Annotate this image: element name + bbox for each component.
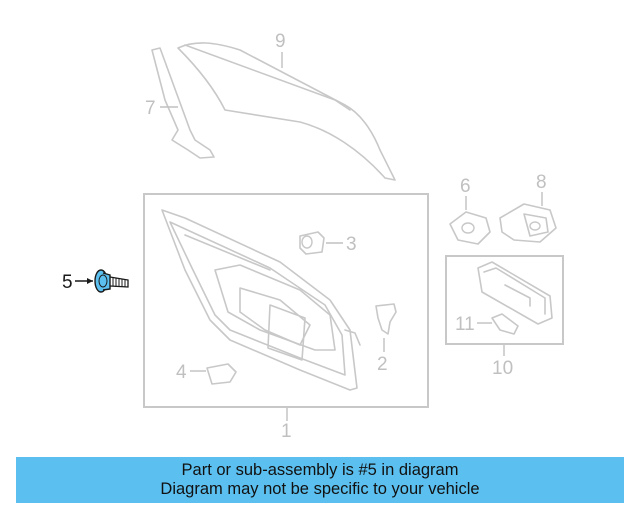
part-1-box xyxy=(143,193,429,408)
part-9-glass xyxy=(177,42,396,181)
part-2-clip xyxy=(375,303,397,335)
callout-2: 2 xyxy=(377,354,388,375)
part-11-bulb xyxy=(491,313,519,335)
callout-4: 4 xyxy=(176,362,187,383)
part-10-box xyxy=(445,255,564,345)
part-5-bolt xyxy=(94,269,129,293)
callout-5: 5 xyxy=(62,272,73,293)
callout-7: 7 xyxy=(145,98,156,119)
callout-6: 6 xyxy=(460,176,471,197)
callout-10: 10 xyxy=(492,358,513,379)
part-10-lamp xyxy=(477,261,553,325)
parts-diagram: 9 7 1 3 2 4 5 xyxy=(62,31,564,442)
part-4-clip xyxy=(206,363,237,385)
callout-3: 3 xyxy=(346,234,357,255)
banner-line-1: Part or sub-assembly is #5 in diagram xyxy=(181,461,459,479)
arrow-5-head xyxy=(87,278,93,284)
callout-8: 8 xyxy=(536,172,547,193)
info-banner: Part or sub-assembly is #5 in diagram Di… xyxy=(16,457,624,503)
callout-1: 1 xyxy=(281,421,292,442)
part-3-clip xyxy=(299,231,325,255)
part-6-socket xyxy=(449,211,491,245)
banner-line-2: Diagram may not be specific to your vehi… xyxy=(160,480,480,498)
part-1-panel xyxy=(161,209,361,391)
part-8-switch xyxy=(499,203,557,243)
part-7-trim xyxy=(151,47,215,159)
callout-9: 9 xyxy=(275,31,286,52)
callout-11: 11 xyxy=(455,314,475,335)
